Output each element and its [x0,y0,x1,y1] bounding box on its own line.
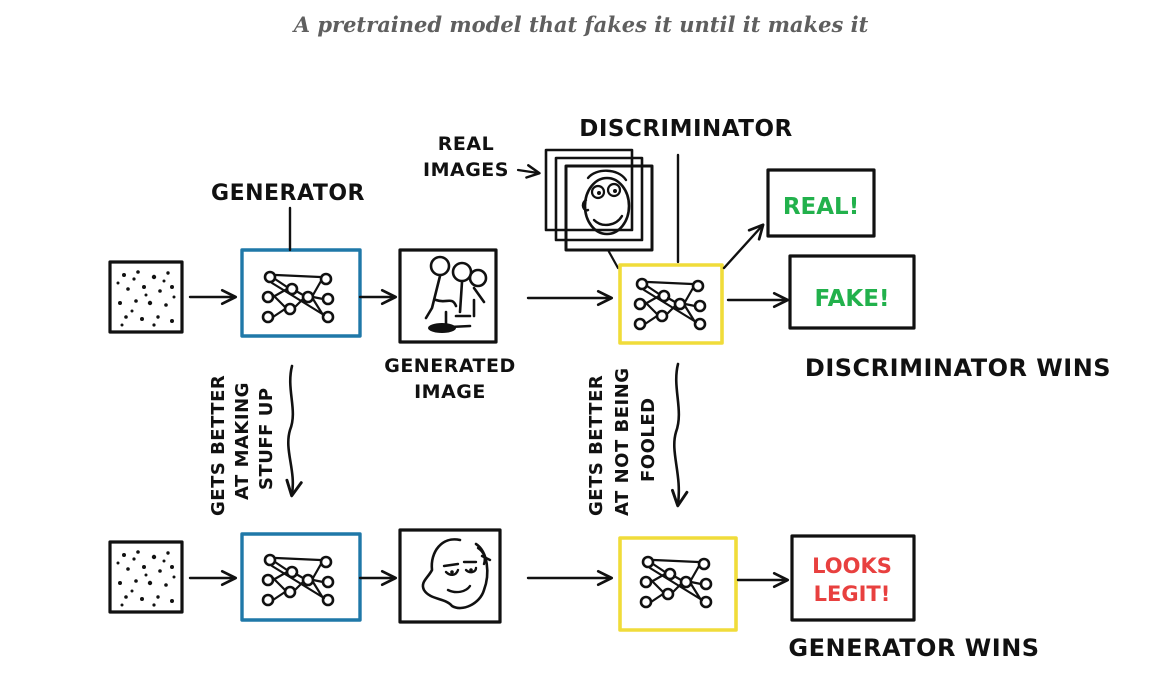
gen-better-line3: STUFF UP [256,387,277,490]
real-verdict-text: REAL! [783,194,859,220]
disc-better-line1: GETS BETTER [586,375,607,516]
real-images-label-line1: REAL [438,133,494,155]
generator-box-bottom [240,532,362,622]
discriminator-improves-note: GETS BETTER AT NOT BEING FOOLED [586,362,689,516]
legit-verdict-line2: LEGIT! [814,582,891,606]
noise-input-box-bottom [108,540,184,614]
generator-improves-note: GETS BETTER AT MAKING STUFF UP [208,364,303,516]
disc-better-line2: AT NOT BEING [612,367,633,516]
generated-image-label-line1: GENERATED [384,355,516,377]
generator-wins-label: GENERATOR WINS [788,634,1039,662]
gen-better-line1: GETS BETTER [208,375,229,516]
discriminator-wins-label: DISCRIMINATOR WINS [805,354,1111,382]
discriminator-label: DISCRIMINATOR [579,116,793,142]
real-images-label-line2: IMAGES [423,159,509,181]
generated-image-good [398,528,502,624]
real-images-feed-line [606,248,620,270]
arrow-discriminator-improves [671,362,689,508]
discriminator-box-top [618,263,724,345]
figure-caption: A pretrained model that fakes it until i… [293,12,869,37]
generator-label: GENERATOR [211,181,365,206]
legit-verdict-line1: LOOKS [812,554,892,578]
noise-input-box-top [108,260,184,334]
fake-verdict-text: FAKE! [815,286,890,312]
generator-box-top [240,248,362,338]
fake-verdict-box: FAKE! [788,254,916,330]
generated-image-bad [398,248,498,344]
gen-better-line2: AT MAKING [232,382,253,500]
discriminator-box-bottom [618,536,738,632]
real-verdict-box: REAL! [766,168,876,238]
real-images-stack [544,148,654,252]
arrow-generator-improves [285,364,303,498]
arrow-real-images [516,164,541,179]
disc-better-line3: FOOLED [638,397,659,482]
legit-verdict-box: LOOKS LEGIT! [790,534,916,622]
generated-image-label-line2: IMAGE [414,381,486,403]
arrow-to-real-verdict [722,223,765,270]
